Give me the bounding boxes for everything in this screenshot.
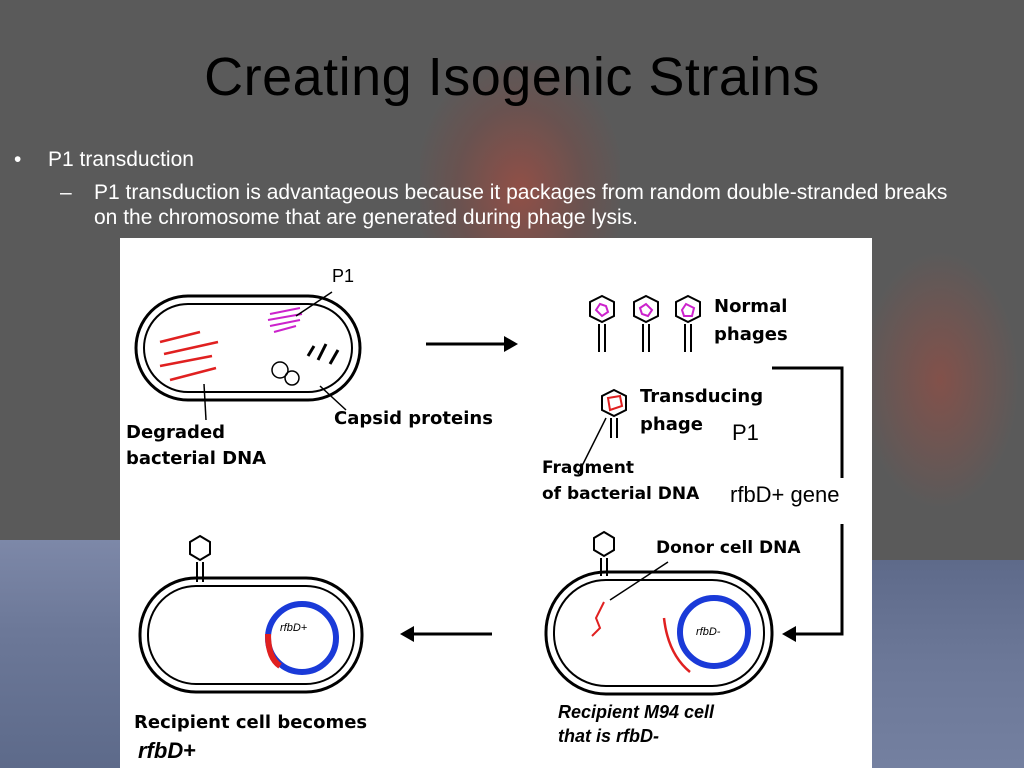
- background-texture-right: [872, 560, 1024, 768]
- bracket-arrow-down: [772, 366, 844, 642]
- bullet-text: P1 transduction: [48, 148, 194, 171]
- sub-bullet-text: P1 transduction is advantageous because …: [94, 181, 948, 229]
- recipient-becomes-label-line1: Recipient cell becomes: [134, 712, 368, 733]
- p1-label: P1: [332, 266, 355, 286]
- degraded-dna-label-line1: Degraded: [126, 422, 226, 443]
- recipient-m94-cell: [544, 530, 774, 696]
- transducing-phage-label-line2: phage: [640, 414, 703, 435]
- normal-phages-icon: [589, 294, 701, 352]
- plasmid-minus-label: rfbD-: [696, 626, 721, 638]
- plasmid-plus-label: rfbD+: [280, 622, 308, 634]
- sub-bullet-marker: –: [60, 181, 72, 204]
- recipient-becomes-gene-suffix: +: [183, 738, 197, 763]
- normal-phages-label-line1: Normal: [714, 296, 788, 317]
- degraded-dna-label-line2: bacterial DNA: [126, 448, 267, 469]
- transduction-diagram: P1 Degraded bacterial DNA Capsid protein…: [120, 238, 872, 768]
- diagram-graphics: [134, 291, 844, 696]
- donor-cell-infected: [134, 294, 362, 402]
- transducing-phage-icon: [577, 388, 627, 475]
- background-texture-left: [0, 540, 130, 768]
- recipient-m94-label-line2: that is rfbD-: [558, 726, 659, 746]
- transducing-phage-label-line1: Transducing: [640, 386, 764, 407]
- gene-label: rfbD+ gene: [730, 482, 840, 507]
- bullet-marker: •: [14, 148, 22, 171]
- arrow-right-icon: [426, 336, 518, 352]
- p1-label-2: P1: [732, 420, 759, 445]
- donor-cell-dna-label: Donor cell DNA: [656, 538, 801, 558]
- normal-phages-label-line2: phages: [714, 324, 788, 345]
- recipient-transduced-cell: [138, 534, 364, 694]
- slide-title: Creating Isogenic Strains: [204, 47, 820, 107]
- recipient-becomes-gene-name: rfbD: [138, 738, 184, 763]
- fragment-label-line1: Fragment: [542, 458, 635, 478]
- recipient-m94-label-line1: Recipient M94 cell: [558, 702, 715, 722]
- pointer-lines: [203, 291, 347, 421]
- recipient-becomes-gene: rfbD+: [138, 738, 196, 764]
- degraded-dna-fragments: [159, 330, 219, 382]
- p1-dna-icon: [267, 307, 303, 333]
- capsid-proteins-icon: [271, 343, 340, 386]
- fragment-label-line2: of bacterial DNA: [542, 484, 700, 504]
- background-red-blur-right: [860, 250, 1020, 510]
- arrow-left-icon: [400, 626, 492, 642]
- capsid-proteins-label: Capsid proteins: [334, 408, 493, 429]
